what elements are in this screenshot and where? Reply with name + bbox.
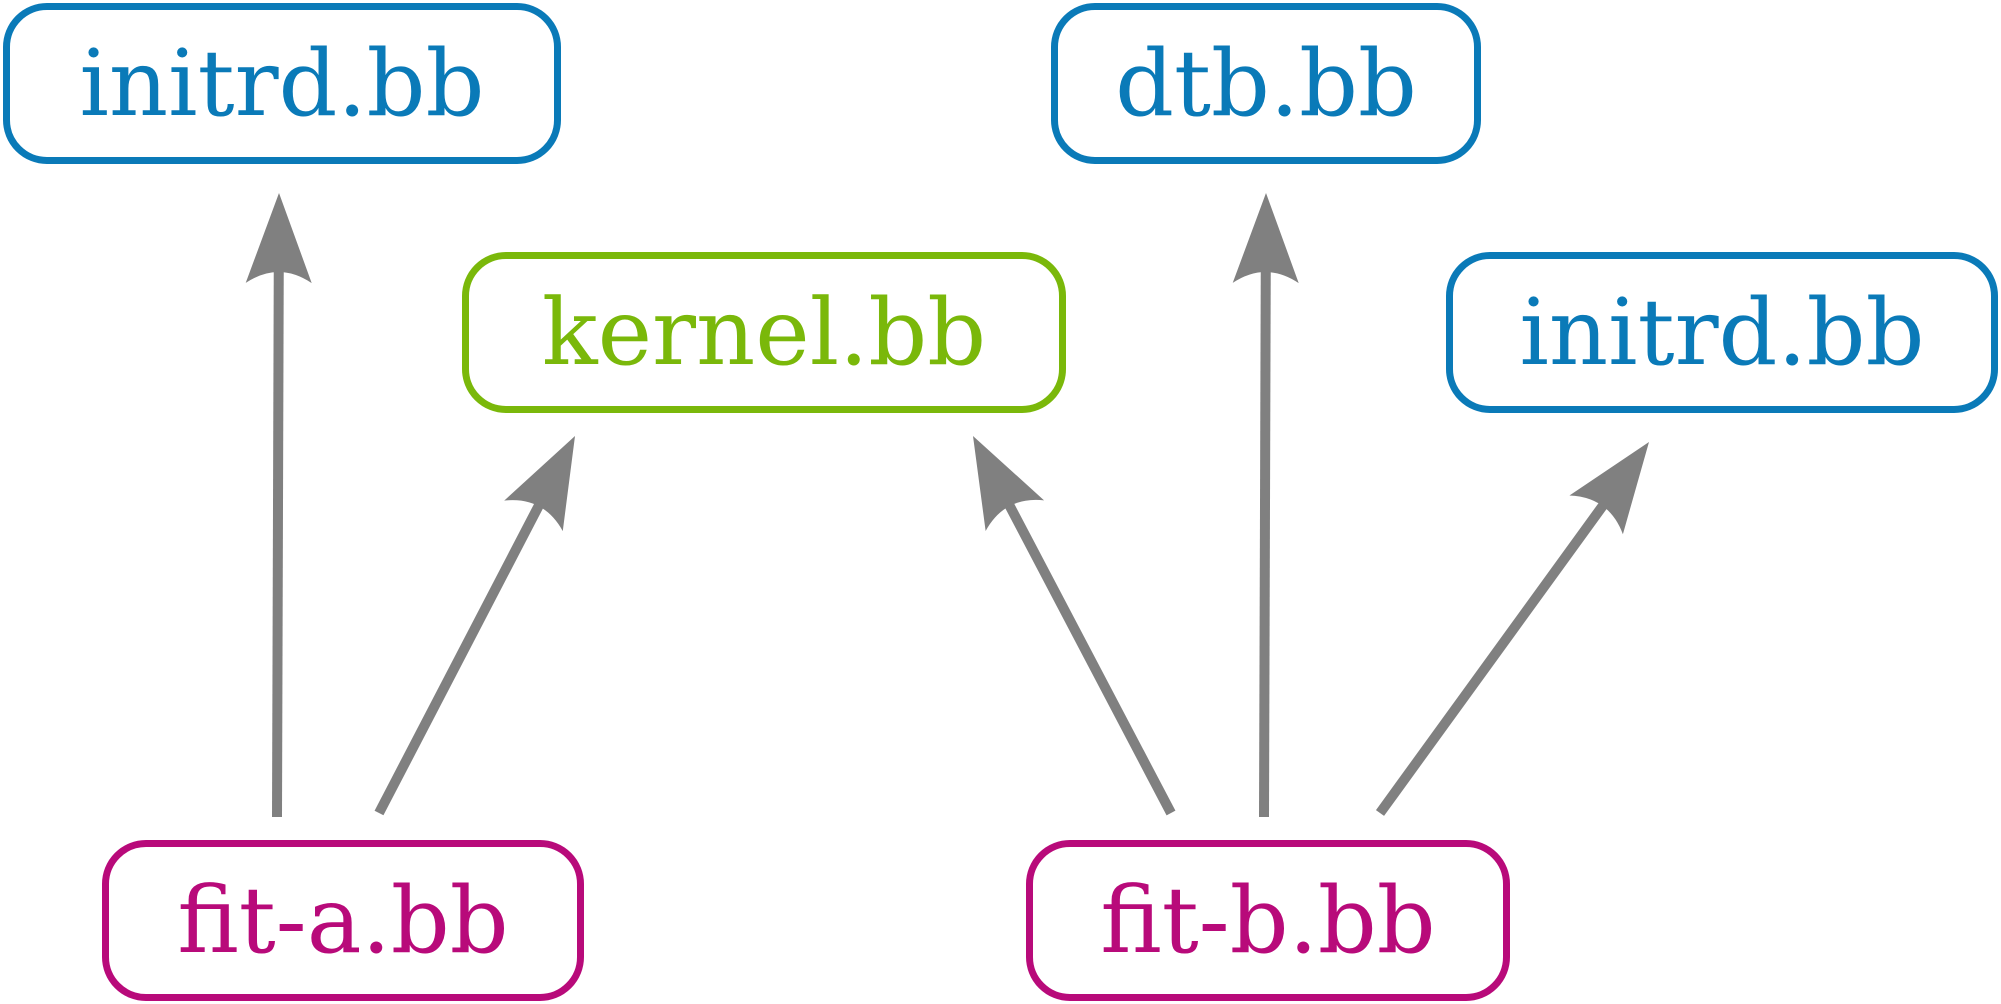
node-initrd-right: initrd.bb [1446, 252, 1998, 413]
edge-fit_b-to-kernel [1004, 501, 1176, 816]
arrowhead-fit_b-to-kernel [973, 436, 1045, 532]
arrowhead-fit_b-to-initrd_right [1569, 442, 1649, 535]
node-initrd-right-label: initrd.bb [1519, 278, 1925, 386]
node-fit-b: fit-b.bb [1026, 840, 1510, 1001]
node-fit-a-label: fit-a.bb [177, 866, 509, 974]
node-initrd-left: initrd.bb [3, 3, 561, 164]
edge-fit_b-to-dtb [1259, 269, 1271, 818]
node-fit-a: fit-a.bb [102, 840, 584, 1001]
node-dtb: dtb.bb [1051, 3, 1481, 164]
node-dtb-label: dtb.bb [1115, 29, 1417, 137]
arrowhead-fit_b-to-dtb [1232, 193, 1299, 284]
edge-fit_b-to-initrd_right [1375, 501, 1608, 816]
node-initrd-left-label: initrd.bb [79, 29, 485, 137]
edge-fit_a-to-kernel [374, 501, 545, 816]
node-kernel-label: kernel.bb [541, 278, 987, 386]
arrowhead-fit_a-to-kernel [504, 436, 575, 532]
node-fit-b-label: fit-b.bb [1100, 866, 1436, 974]
arrowhead-fit_a-to-initrd_left [245, 193, 312, 284]
edge-fit_a-to-initrd_left [272, 269, 284, 818]
node-kernel: kernel.bb [462, 252, 1066, 413]
